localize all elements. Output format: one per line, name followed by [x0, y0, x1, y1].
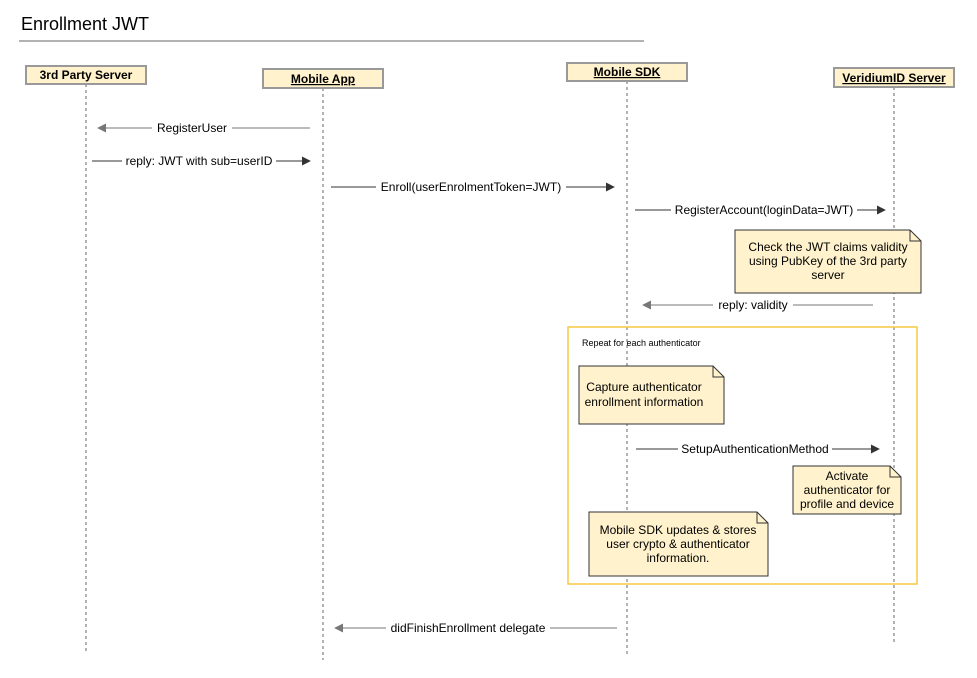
note-line: Mobile SDK updates & stores	[600, 523, 757, 537]
note-line: user crypto & authenticator	[606, 537, 749, 551]
note-fold	[756, 512, 768, 524]
message-reply-jwt: reply: JWT with sub=userID	[92, 153, 311, 168]
note-line: profile and device	[800, 497, 894, 511]
note-line: authenticator for	[804, 483, 891, 497]
actor-veridium: VeridiumID Server	[833, 67, 955, 88]
label-background	[386, 620, 550, 635]
actor-label: Mobile SDK	[594, 65, 661, 79]
actor-box	[25, 65, 147, 85]
note-shape	[588, 511, 769, 577]
message-label: RegisterUser	[157, 121, 227, 135]
message-reply-validity: reply: validity	[642, 297, 873, 312]
note-sdk-updates: Mobile SDK updates & stores user crypto …	[588, 511, 769, 577]
note-shape	[792, 465, 902, 515]
actor-mobile-app: Mobile App	[262, 68, 384, 89]
actor-label: Mobile App	[291, 72, 355, 86]
message-label: didFinishEnrollment delegate	[391, 621, 546, 635]
note-line: using PubKey of the 3rd party	[749, 254, 907, 268]
note-jwt-check: Check the JWT claims validity using PubK…	[734, 229, 922, 294]
message-did-finish: didFinishEnrollment delegate	[334, 620, 617, 635]
actor-box	[566, 62, 688, 82]
message-register-user: RegisterUser	[97, 120, 310, 135]
label-background	[713, 297, 793, 312]
actor-label: 3rd Party Server	[40, 68, 133, 82]
message-setup-auth: SetupAuthenticationMethod	[636, 441, 880, 456]
label-background	[122, 153, 276, 168]
label-background	[678, 441, 832, 456]
note-activate: Activate authenticator for profile and d…	[792, 465, 902, 515]
lifelines	[85, 81, 895, 660]
note-line: information.	[647, 551, 710, 565]
frame-border	[567, 326, 918, 585]
actor-third-party: 3rd Party Server	[25, 65, 147, 85]
note-line: Check the JWT claims validity	[748, 240, 907, 254]
message-label: SetupAuthenticationMethod	[681, 442, 828, 456]
note-shape	[578, 365, 725, 425]
message-label: reply: JWT with sub=userID	[126, 154, 273, 168]
note-line: Activate	[826, 469, 869, 483]
note-capture: Capture authenticator enrollment informa…	[578, 365, 725, 425]
note-fold	[712, 366, 724, 378]
note-line: enrollment information	[585, 395, 704, 409]
message-label: reply: validity	[718, 298, 787, 312]
actor-box	[262, 68, 384, 89]
actor-box	[833, 67, 955, 88]
message-enroll: Enroll(userEnrolmentToken=JWT)	[331, 179, 615, 194]
actor-label: VeridiumID Server	[842, 71, 946, 85]
diagram-title: Enrollment JWT	[21, 14, 149, 34]
label-background	[671, 202, 857, 217]
message-register-account: RegisterAccount(loginData=JWT)	[635, 202, 886, 217]
note-fold	[889, 466, 901, 478]
note-line: Capture authenticator	[586, 380, 701, 394]
message-label: RegisterAccount(loginData=JWT)	[675, 203, 853, 217]
message-label: Enroll(userEnrolmentToken=JWT)	[381, 180, 561, 194]
label-background	[152, 120, 232, 135]
frame-label: Repeat for each authenticator	[582, 338, 701, 348]
repeat-frame: Repeat for each authenticator	[567, 326, 918, 585]
label-background	[376, 179, 566, 194]
note-line: server	[811, 268, 844, 282]
note-fold	[909, 230, 921, 242]
note-shape	[734, 229, 922, 294]
actor-mobile-sdk: Mobile SDK	[566, 62, 688, 82]
